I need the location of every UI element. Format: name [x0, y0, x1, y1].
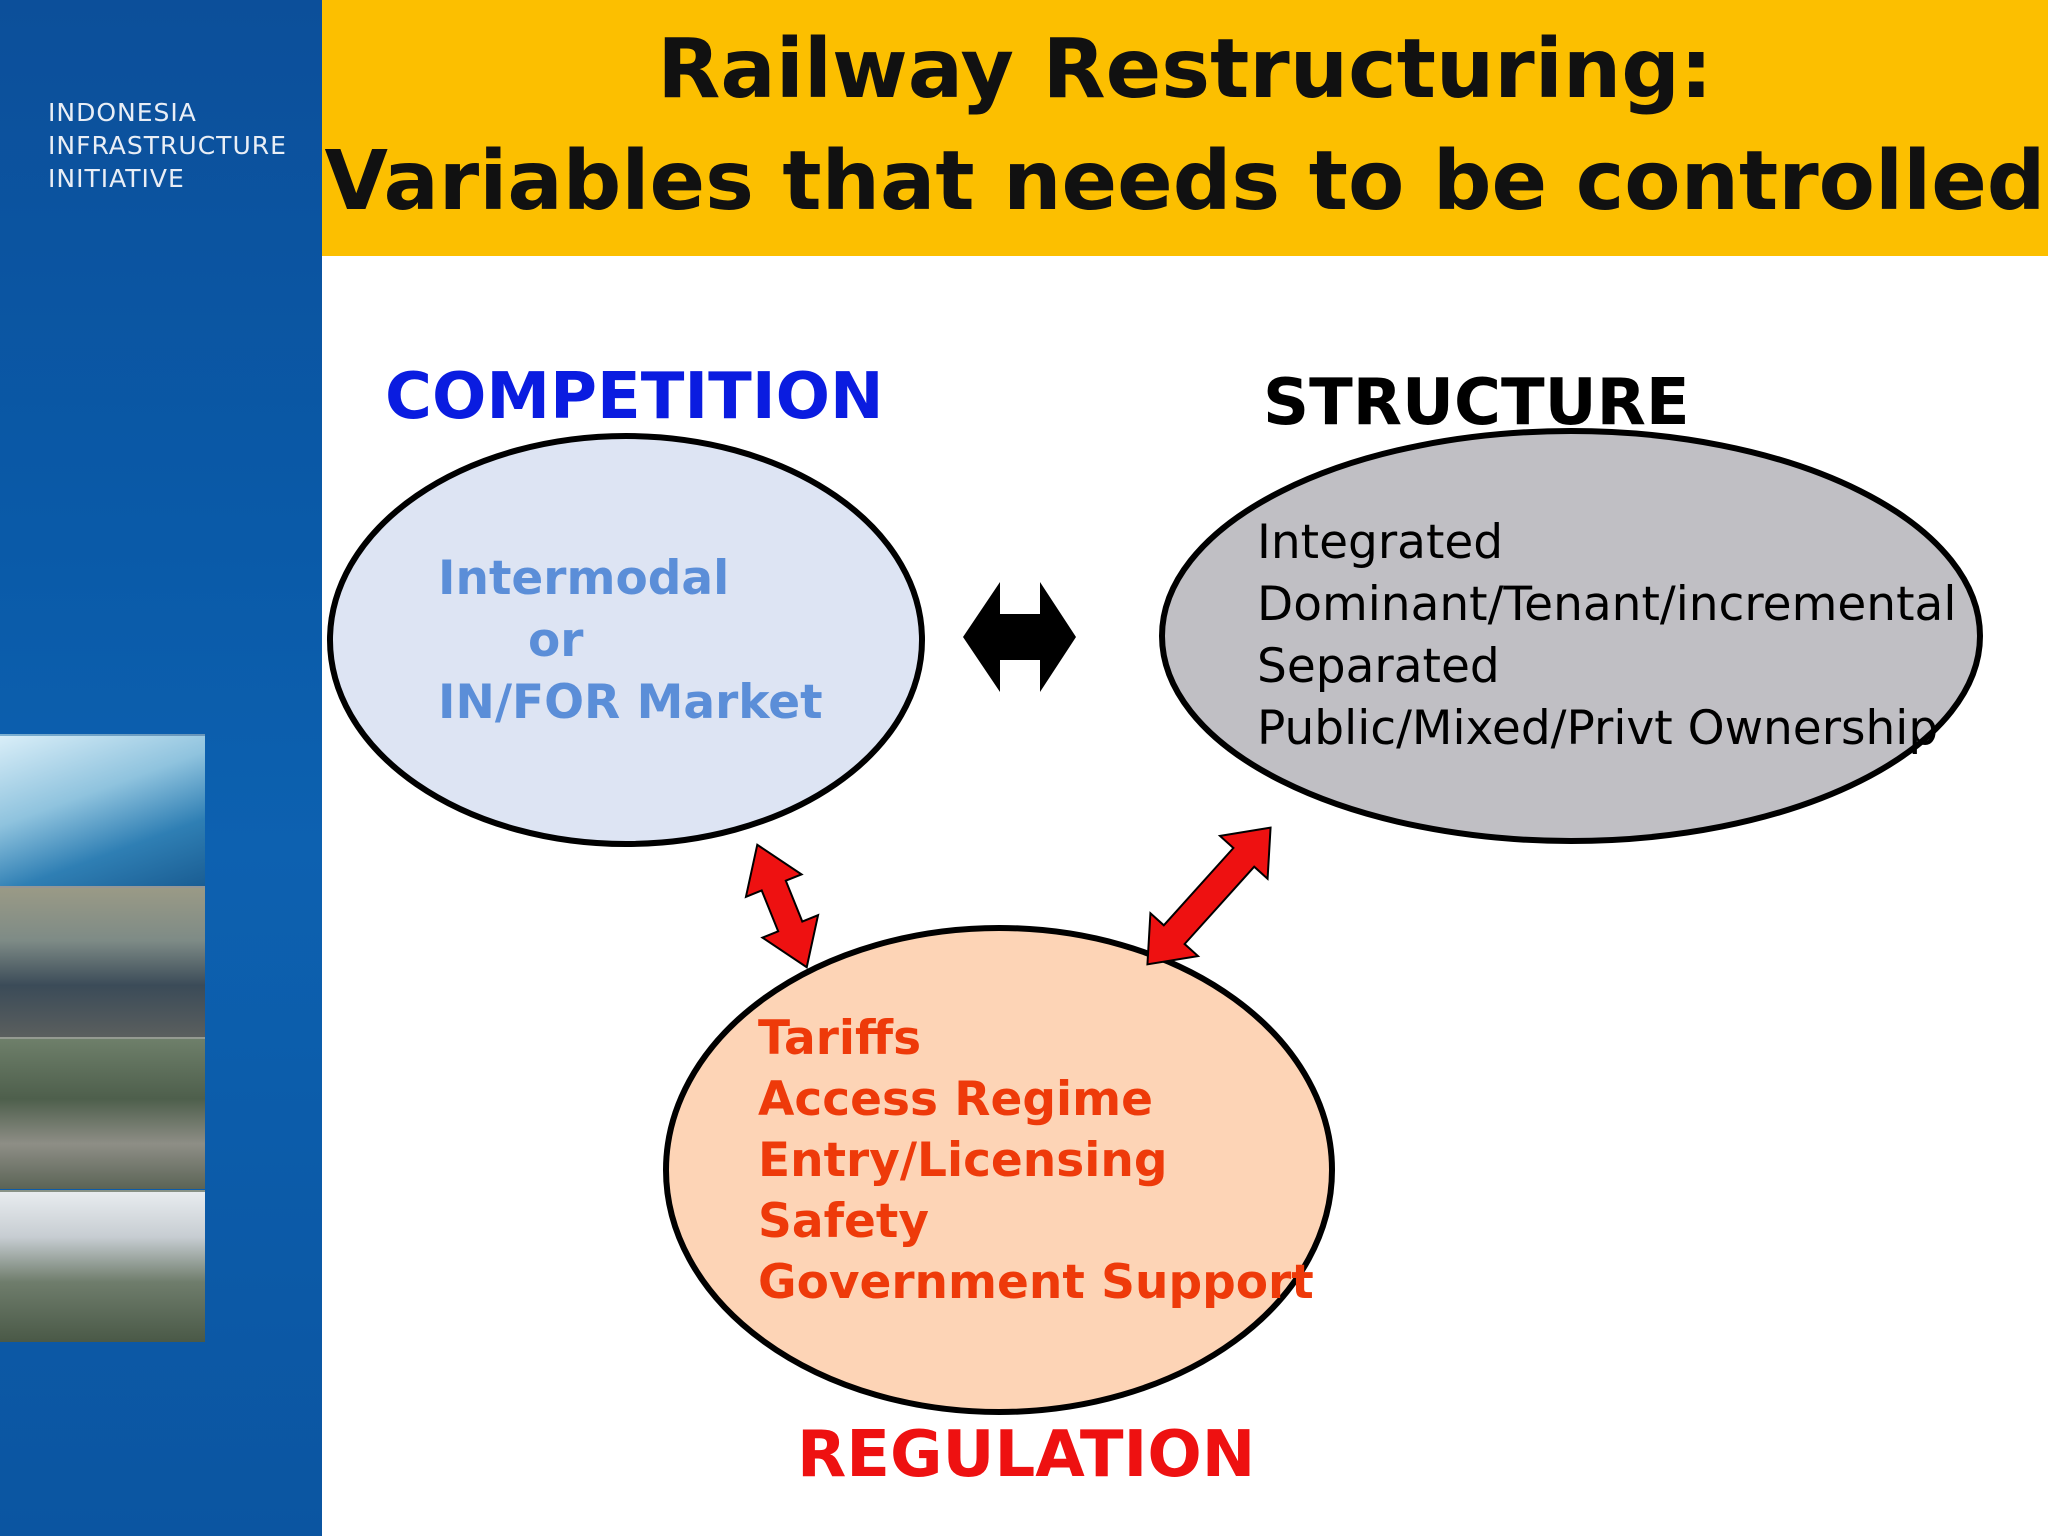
- train-photo: [0, 1190, 205, 1342]
- competition-line: IN/FOR Market: [438, 675, 823, 730]
- regulation-label: REGULATION: [797, 1418, 1256, 1492]
- regulation-line: Tariffs: [758, 1011, 922, 1066]
- structure-line: Dominant/Tenant/incremental: [1257, 577, 1957, 632]
- regulation-line: Safety: [758, 1194, 929, 1249]
- regulation-line: Entry/Licensing: [758, 1133, 1168, 1188]
- regulation-content: Tariffs Access Regime Entry/Licensing Sa…: [758, 1008, 1314, 1313]
- sidebar: INDONESIA INFRASTRUCTURE INITIATIVE: [0, 0, 322, 1536]
- structure-line: Separated: [1257, 639, 1500, 694]
- structure-ellipse: [1159, 428, 1983, 844]
- regulation-ellipse: [663, 925, 1335, 1415]
- competition-line: or: [528, 613, 584, 668]
- organization-logo: INDONESIA INFRASTRUCTURE INITIATIVE: [48, 96, 308, 195]
- competition-content: Intermodal or IN/FOR Market: [438, 548, 823, 734]
- regulation-line: Access Regime: [758, 1072, 1153, 1127]
- structure-label: STRUCTURE: [1263, 366, 1690, 440]
- regulation-line: Government Support: [758, 1255, 1314, 1310]
- competition-label: COMPETITION: [385, 360, 884, 434]
- competition-regulation-arrow-icon: [744, 843, 820, 969]
- competition-ellipse: [327, 433, 925, 847]
- structure-content: Integrated Dominant/Tenant/incremental S…: [1257, 512, 1956, 760]
- slide-title: Railway Restructuring: Variables that ne…: [322, 14, 2048, 238]
- double-arrow-icon: [963, 582, 1076, 692]
- logo-line-2: INFRASTRUCTURE: [48, 131, 287, 160]
- structure-regulation-arrow-icon: [1146, 826, 1272, 966]
- logo-line-3: INITIATIVE: [48, 164, 185, 193]
- title-band: Railway Restructuring: Variables that ne…: [322, 0, 2048, 256]
- port-photo: [0, 886, 205, 1038]
- title-line-1: Railway Restructuring:: [657, 22, 1713, 117]
- structure-line: Public/Mixed/Privt Ownership: [1257, 701, 1939, 756]
- title-line-2: Variables that needs to be controlled: [324, 134, 2046, 229]
- water-photo: [0, 734, 205, 886]
- road-photo: [0, 1037, 205, 1189]
- structure-line: Integrated: [1257, 515, 1504, 570]
- logo-line-1: INDONESIA: [48, 98, 197, 127]
- competition-line: Intermodal: [438, 551, 730, 606]
